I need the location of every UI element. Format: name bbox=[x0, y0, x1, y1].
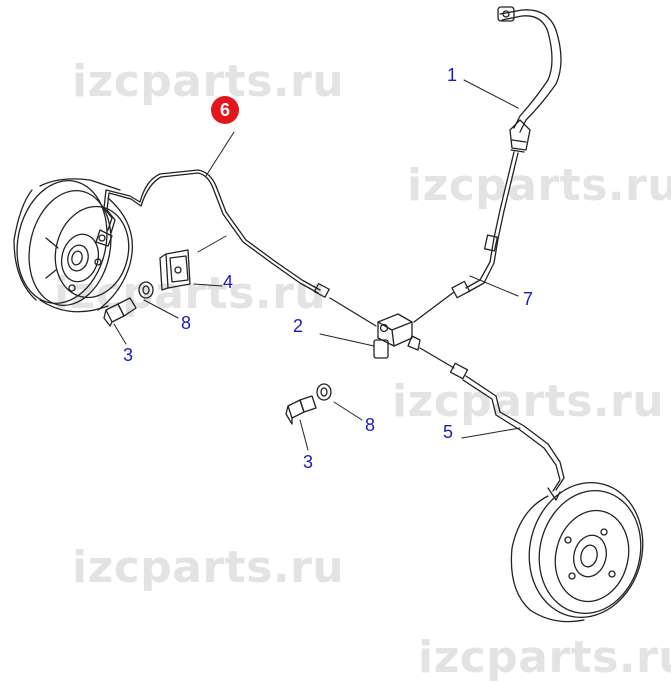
bolt-3-left bbox=[103, 297, 137, 327]
brake-pipe-6 bbox=[103, 169, 330, 298]
washer-8-left bbox=[138, 281, 154, 299]
bracket-4 bbox=[159, 249, 191, 291]
callout-5-label: 5 bbox=[443, 422, 454, 442]
right-wheel-assembly bbox=[510, 481, 644, 623]
brake-pipe-5 bbox=[449, 362, 565, 501]
leader-lines bbox=[113, 79, 521, 451]
tee-fitting-2 bbox=[329, 297, 455, 369]
brake-hose-1 bbox=[497, 6, 562, 153]
bolt-3-center bbox=[285, 395, 317, 425]
callout-8-center-label: 8 bbox=[365, 415, 376, 435]
callout-6-highlight-badge: 6 bbox=[211, 96, 239, 124]
callout-1-label: 1 bbox=[447, 65, 458, 85]
callout-3-left-label: 3 bbox=[123, 345, 134, 365]
left-wheel-assembly bbox=[13, 178, 134, 313]
callout-7-label: 7 bbox=[523, 289, 534, 309]
callout-3-center-label: 3 bbox=[303, 452, 314, 472]
washer-8-center bbox=[316, 383, 332, 401]
callout-4-label: 4 bbox=[223, 272, 234, 292]
callout-8-left-label: 8 bbox=[181, 313, 192, 333]
brake-pipe-7 bbox=[413, 151, 519, 323]
callout-2-label: 2 bbox=[293, 316, 304, 336]
brake-line-diagram bbox=[13, 6, 644, 623]
